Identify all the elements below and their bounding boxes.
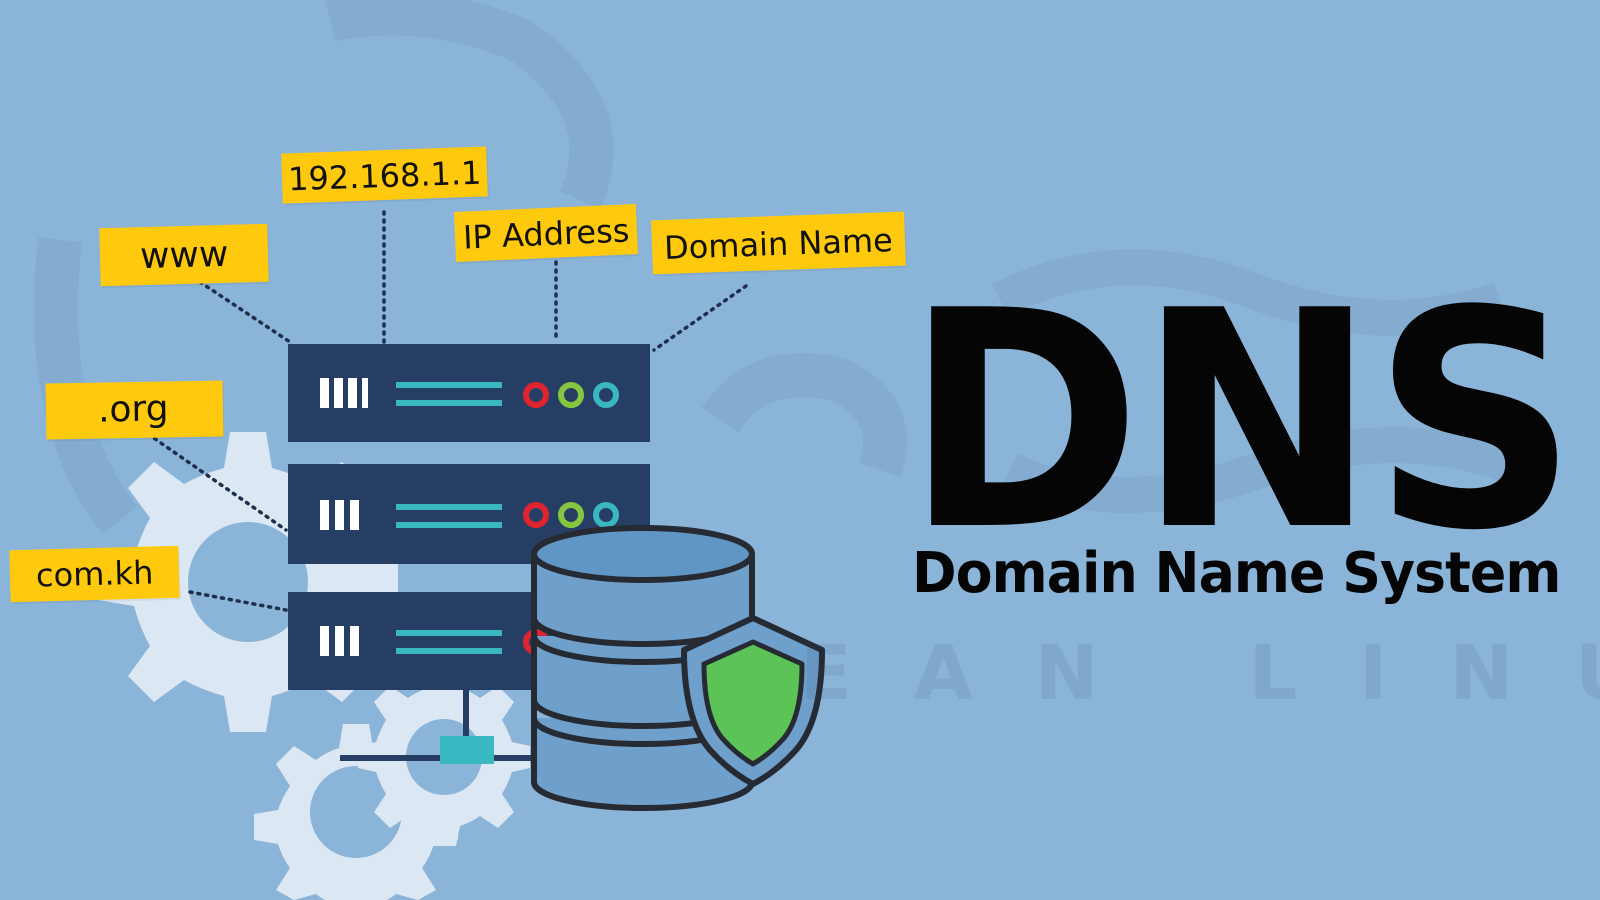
dns-subtitle: Domain Name System [912,541,1561,606]
dns-title: DNS [905,247,1578,596]
connector-lines [146,210,748,612]
watermark-logo-icon [34,0,1527,534]
watermark-text: EAN LINUX [800,628,1600,717]
tag-domain-name: Domain Name [651,211,906,275]
tag-com-kh: com.kh [9,545,180,603]
server-rack-icon [288,344,650,690]
tag-org: .org [45,380,223,440]
shield-icon [681,615,825,787]
network-connector [340,690,540,764]
tag-ip-value: 192.168.1.1 [281,146,489,204]
tag-www: www [99,223,270,287]
server-unit-middle [288,464,650,564]
server-unit-top [288,344,650,442]
tag-ip-address: IP Address [453,204,639,262]
